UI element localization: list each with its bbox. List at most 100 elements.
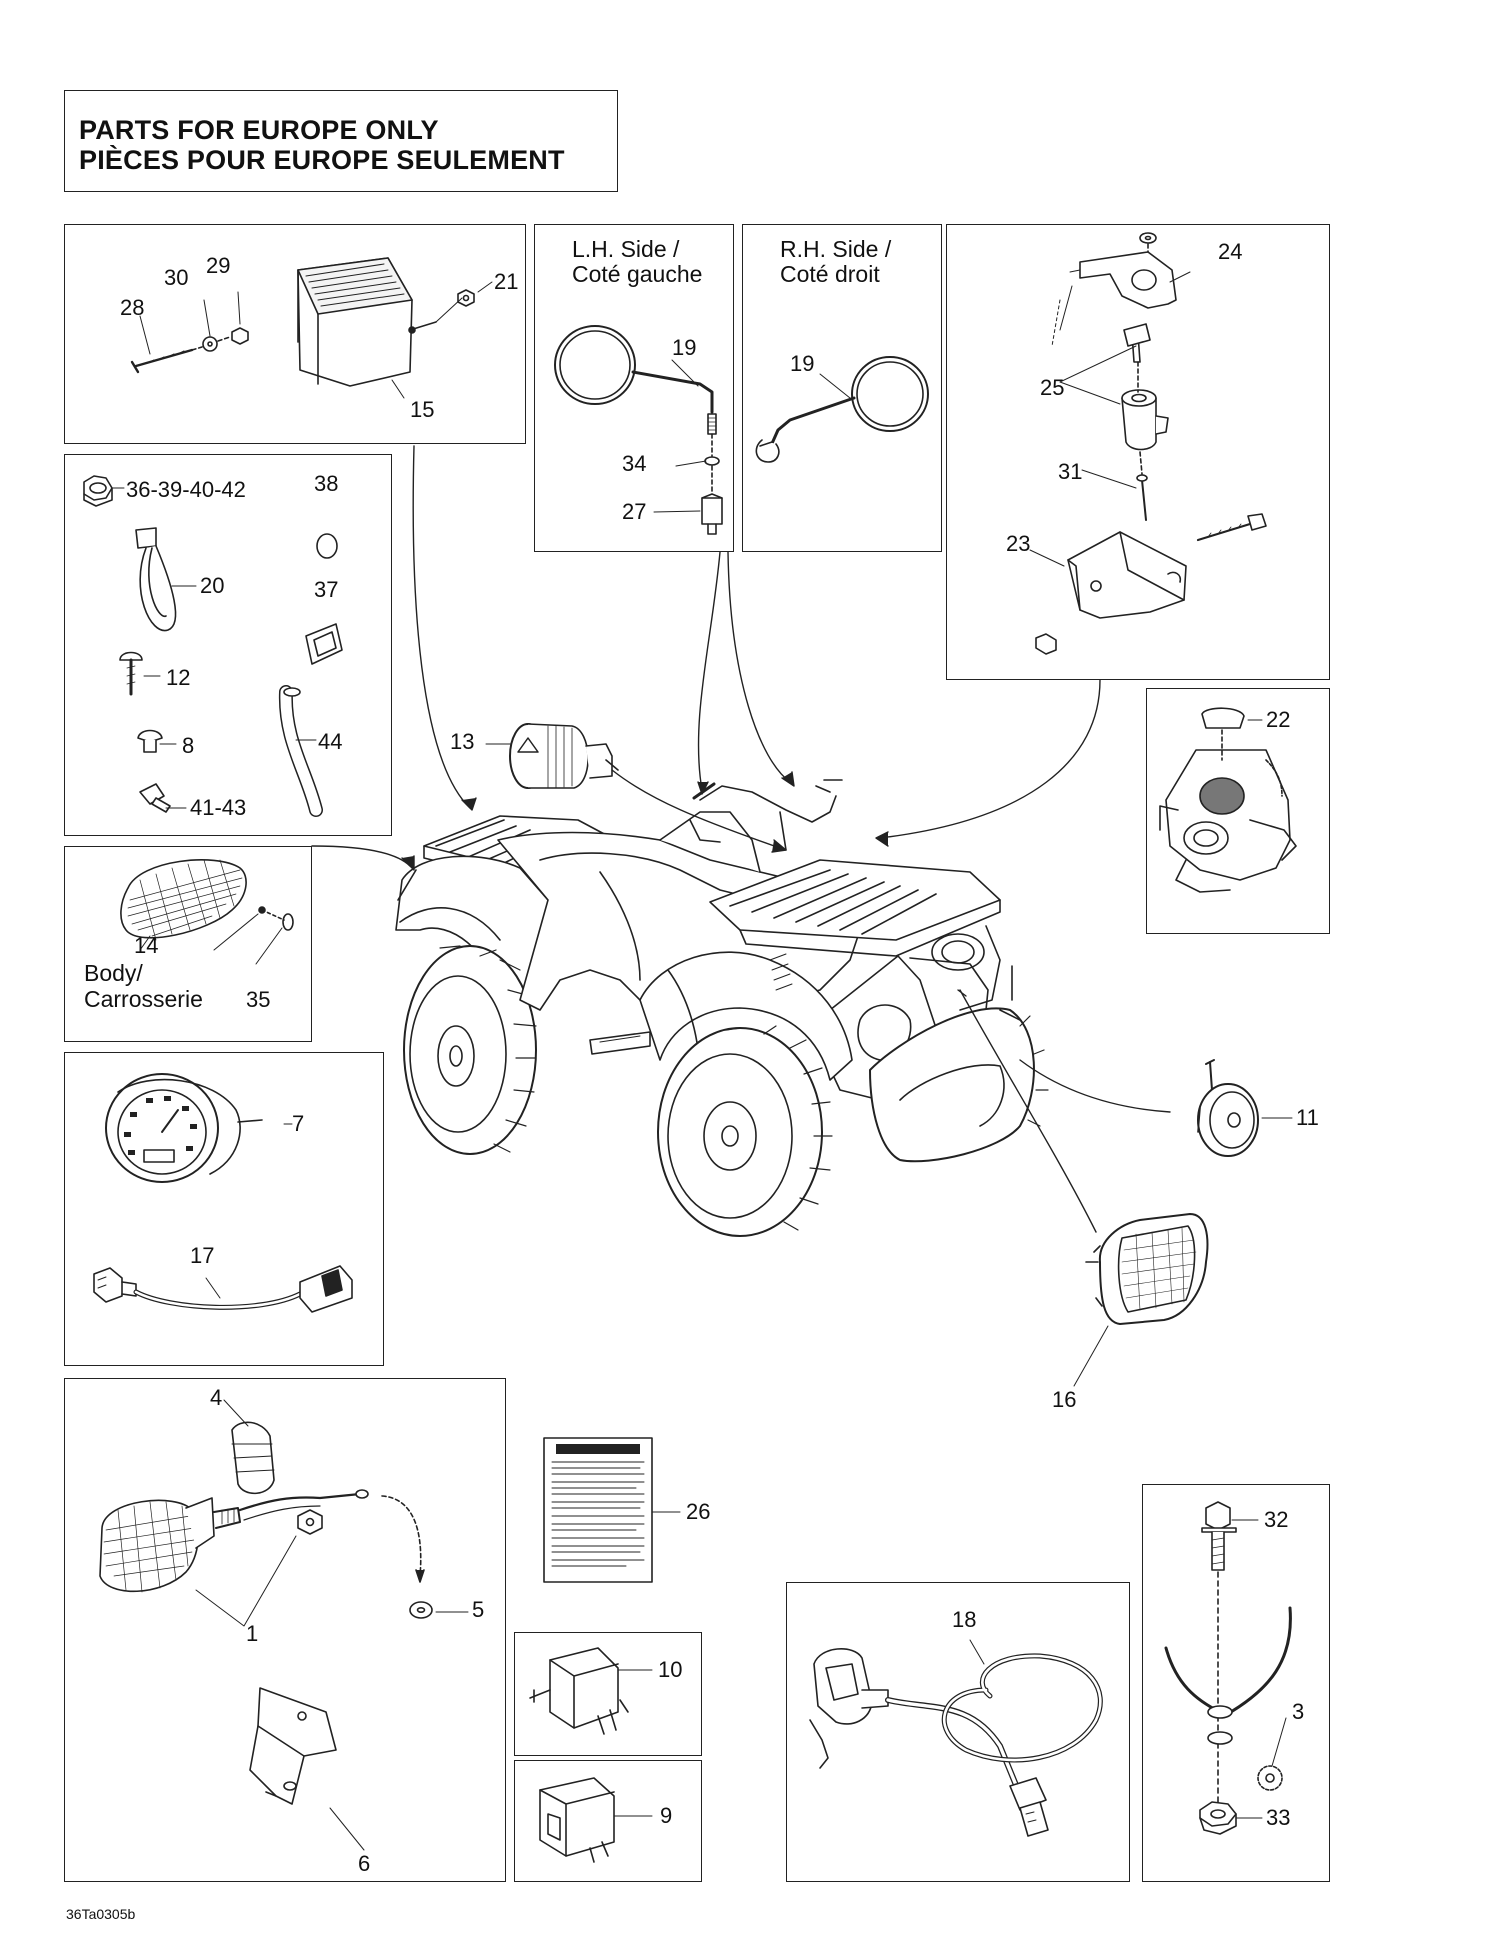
flange-nut-icon (1199, 1801, 1237, 1835)
callout-29: 29 (206, 253, 231, 278)
ground-bolt-icon (1201, 1501, 1237, 1571)
callout-35: 35 (246, 987, 271, 1012)
washer-icon (202, 336, 218, 352)
callout-38: 38 (314, 471, 339, 496)
callout-12: 12 (166, 665, 191, 690)
star-washer-icon (1257, 1765, 1283, 1791)
callout-13: 13 (450, 729, 475, 754)
left-side-label-fr: Coté gauche (572, 261, 703, 287)
washer-icon (1139, 232, 1157, 244)
callout-21: 21 (494, 269, 519, 294)
callout-25: 25 (1040, 375, 1065, 400)
adapter-nut-icon (701, 493, 723, 535)
grommet-icon (231, 1421, 275, 1495)
cable-tie-icon (135, 527, 177, 632)
panel-tail-light (64, 224, 526, 444)
nut-icon (457, 289, 475, 307)
body-label: Body/ (84, 960, 143, 986)
callout-30: 30 (164, 265, 189, 290)
terminal-icon (139, 783, 171, 813)
warning-label-icon (543, 1437, 653, 1583)
hazard-switch-icon (509, 723, 619, 789)
reflector-icon (120, 859, 247, 941)
mirror-left-icon (554, 325, 717, 435)
callout-24: 24 (1218, 239, 1243, 264)
callout-9: 9 (660, 1803, 673, 1828)
wire-harness-icon (93, 1265, 353, 1313)
carburetor-icon (1159, 707, 1297, 893)
nut-icon (231, 327, 249, 345)
cover-icon (1067, 531, 1187, 619)
callout-1: 1 (246, 1621, 259, 1646)
drawing-code: 36Ta0305b (66, 1906, 136, 1922)
nut-icon (1035, 633, 1057, 655)
callout-20: 20 (200, 573, 225, 598)
relay-icon (529, 1647, 629, 1735)
callout-3: 3 (1292, 1699, 1305, 1724)
callout-27: 27 (622, 499, 647, 524)
mirror-right-icon (755, 356, 929, 463)
lock-washer-icon (1207, 1705, 1233, 1745)
callout-10: 10 (658, 1657, 683, 1682)
callout-34: 34 (622, 451, 647, 476)
bolt-icon (1196, 513, 1267, 542)
o-ring-icon (316, 533, 338, 559)
turn-signal-icon (99, 1497, 241, 1593)
callout-28: 28 (120, 295, 145, 320)
callout-17: 17 (190, 1243, 215, 1268)
callout-36-39-40-42: 36-39-40-42 (126, 477, 246, 502)
callout-19-left: 19 (672, 335, 697, 360)
callout-7: 7 (292, 1111, 305, 1136)
mounting-bracket-icon (249, 1687, 337, 1805)
ignition-switch-icon (1121, 389, 1169, 451)
atv-vehicle-icon (395, 779, 1049, 1237)
callout-19-right: 19 (790, 351, 815, 376)
nut-icon (297, 1509, 323, 1535)
callout-14: 14 (134, 933, 159, 958)
gasket-icon (305, 623, 343, 665)
callout-8: 8 (182, 733, 195, 758)
callout-6: 6 (358, 1851, 371, 1876)
callout-41-43: 41-43 (190, 795, 247, 820)
callout-15: 15 (410, 397, 435, 422)
callout-44: 44 (318, 729, 343, 754)
hose-icon (278, 685, 323, 817)
callout-16: 16 (1052, 1387, 1077, 1412)
callout-31: 31 (1058, 459, 1083, 484)
push-rivet-icon (137, 729, 163, 753)
callout-18: 18 (952, 1607, 977, 1632)
callout-37: 37 (314, 577, 339, 602)
switch-wire-icon (885, 1653, 1103, 1837)
panel-switch-harness (786, 1582, 1130, 1882)
washer-icon (704, 456, 720, 466)
callout-33: 33 (1266, 1805, 1291, 1830)
title-box: PARTS FOR EUROPE ONLY PIÈCES POUR EUROPE… (64, 90, 618, 192)
washer-icon (409, 1601, 433, 1619)
callout-5: 5 (472, 1597, 485, 1622)
right-side-label-fr: Coté droit (780, 261, 880, 287)
key-icon (1123, 323, 1151, 363)
callout-11: 11 (1296, 1105, 1319, 1130)
screw-icon (130, 348, 194, 374)
title-french: PIÈCES POUR EUROPE SEULEMENT (79, 145, 565, 175)
screw-icon (119, 651, 143, 696)
left-side-label-en: L.H. Side / (572, 236, 680, 262)
title-english: PARTS FOR EUROPE ONLY (79, 115, 439, 145)
speedometer-icon (105, 1073, 263, 1183)
carrosserie-label: Carrosserie (84, 986, 203, 1012)
connection-arrows (311, 445, 1171, 1233)
handlebar-switch-icon (809, 1648, 889, 1769)
wire-lead-icon (238, 1489, 369, 1521)
bracket-icon (1051, 251, 1177, 347)
callout-22: 22 (1266, 707, 1291, 732)
callout-4: 4 (210, 1385, 223, 1410)
horn-icon (1197, 1059, 1259, 1157)
callout-23: 23 (1006, 531, 1031, 556)
callout-32: 32 (1264, 1507, 1289, 1532)
right-side-label-en: R.H. Side / (780, 236, 892, 262)
headlight-icon (1085, 1213, 1209, 1325)
tail-light-icon (297, 257, 437, 387)
pin-icon (1136, 474, 1148, 521)
flasher-icon (539, 1777, 615, 1863)
flange-nut-icon (83, 475, 113, 507)
